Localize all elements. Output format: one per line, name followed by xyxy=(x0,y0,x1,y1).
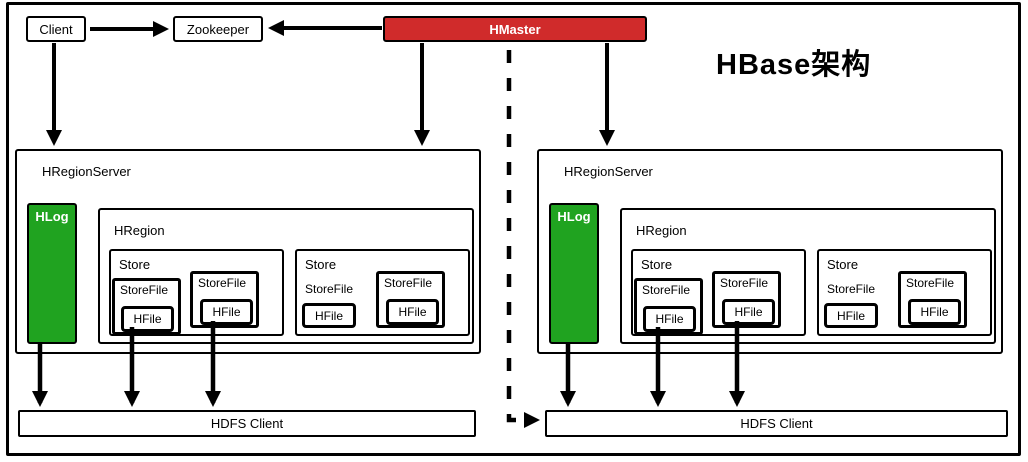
store-2b-label: Store xyxy=(827,257,859,272)
hfile-2a-left: HFile xyxy=(643,306,696,332)
hfile-1b-left: HFile xyxy=(302,303,356,328)
storefile-2a-left: StoreFile HFile xyxy=(634,278,703,335)
client-node: Client xyxy=(26,16,86,42)
storefile-1a-right-label: StoreFile xyxy=(198,276,247,290)
store-1b-label: Store xyxy=(305,257,337,272)
hfile-1a-left: HFile xyxy=(121,306,174,332)
storefile-1b-right-label: StoreFile xyxy=(384,276,433,290)
hregion-2-label: HRegion xyxy=(636,223,687,238)
storefile-2b-right: StoreFile HFile xyxy=(898,271,967,328)
hregion-1: HRegion Store StoreFile HFile StoreFile … xyxy=(98,208,474,344)
store-2b: Store StoreFile HFile StoreFile HFile xyxy=(817,249,992,336)
hfile-2b-left: HFile xyxy=(824,303,878,328)
hfile-2a-right: HFile xyxy=(722,299,775,325)
hregion-2: HRegion Store StoreFile HFile StoreFile … xyxy=(620,208,996,344)
hregionserver-2: HRegionServer HLog HRegion Store StoreFi… xyxy=(537,149,1003,354)
store-2a-label: Store xyxy=(641,257,673,272)
hregionserver-1-label: HRegionServer xyxy=(42,164,131,179)
storefile-1b-right: StoreFile HFile xyxy=(376,271,445,328)
hfile-1a-right: HFile xyxy=(200,299,253,325)
hfile-2b-right: HFile xyxy=(908,299,961,325)
hlog-1: HLog xyxy=(27,203,77,344)
storefile-1a-left-label: StoreFile xyxy=(120,283,169,297)
store-2a: Store StoreFile HFile StoreFile HFile xyxy=(631,249,806,336)
storefile-1a-left: StoreFile HFile xyxy=(112,278,181,335)
storefile-2b-left-label: StoreFile xyxy=(827,282,876,296)
store-1a: Store StoreFile HFile StoreFile HFile xyxy=(109,249,284,336)
hregionserver-1: HRegionServer HLog HRegion Store StoreFi… xyxy=(15,149,481,354)
hdfs-client-1: HDFS Client xyxy=(18,410,476,437)
hdfs-client-2: HDFS Client xyxy=(545,410,1008,437)
diagram-title: HBase架构 xyxy=(716,49,872,81)
storefile-2b-right-label: StoreFile xyxy=(906,276,955,290)
hregion-1-label: HRegion xyxy=(114,223,165,238)
store-1a-label: Store xyxy=(119,257,151,272)
hlog-2: HLog xyxy=(549,203,599,344)
storefile-2a-left-label: StoreFile xyxy=(642,283,691,297)
store-1b: Store StoreFile HFile StoreFile HFile xyxy=(295,249,470,336)
storefile-2a-right: StoreFile HFile xyxy=(712,271,781,328)
zookeeper-node: Zookeeper xyxy=(173,16,263,42)
hregionserver-2-label: HRegionServer xyxy=(564,164,653,179)
storefile-2a-right-label: StoreFile xyxy=(720,276,769,290)
storefile-1a-right: StoreFile HFile xyxy=(190,271,259,328)
hfile-1b-right: HFile xyxy=(386,299,439,325)
hmaster-node: HMaster xyxy=(383,16,647,42)
storefile-1b-left-label: StoreFile xyxy=(305,282,354,296)
